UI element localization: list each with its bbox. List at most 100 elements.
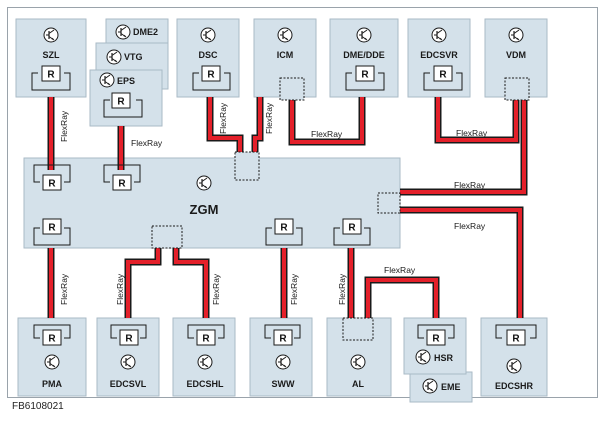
resistor-sww [273,329,293,346]
module-label-al: AL [352,379,364,389]
control-unit-icon-dsc [200,27,216,43]
control-unit-icon-icm [277,27,293,43]
termination-loop-edcshl [187,324,225,339]
termination-loop-pma [33,324,71,339]
resistor-label: R [125,334,133,345]
resistor-edcsvr [433,65,453,82]
termination-loop-eps [103,99,143,118]
module-label-edcsvl: EDCSVL [110,379,147,389]
module-label-edcshr: EDCSHR [495,381,534,391]
termination-loop-szl [31,72,71,91]
termination-loop-edcsvl [110,324,147,339]
resistor-zgm-5 [342,218,362,235]
control-unit-icon-edcshl [197,354,213,370]
resistor-label: R [280,223,288,234]
module-label-vtg: VTG [124,52,143,62]
control-unit-icon-hsr [415,349,431,365]
termination-loop-zgm-2 [103,164,141,183]
gateway-label-zgm: ZGM [190,202,219,217]
resistor-label: R [202,334,210,345]
module-label-szl: SZL [43,50,61,60]
module-box-hsr [403,317,467,375]
passthrough-zgm-right [377,192,401,214]
resistor-label: R [207,70,215,81]
resistor-zgm-2 [112,174,132,191]
resistor-label: R [118,179,126,190]
termination-loop-edcshr [495,324,537,339]
flexray-label: FlexRay [264,102,274,134]
resistor-label: R [348,223,356,234]
termination-loop-edcsvr [423,72,463,91]
flexray-label: FlexRay [456,128,488,138]
module-label-eme: EME [441,382,461,392]
flexray-label: FlexRay [59,273,69,305]
flexray-label: FlexRay [337,273,347,305]
control-unit-icon-edcsvl [120,354,136,370]
resistor-label: R [439,70,447,81]
termination-loop-zgm-4 [265,227,303,246]
resistor-label: R [512,334,520,345]
flexray-label: FlexRay [218,102,228,134]
resistor-zgm-4 [274,218,294,235]
module-label-dme-dde: DME/DDE [343,50,385,60]
flexray-label: FlexRay [115,273,125,305]
resistor-label: R [48,223,56,234]
resistor-label: R [48,179,56,190]
module-label-pma: PMA [42,379,63,389]
flexray-bus-fill [49,97,526,318]
module-label-edcshl: EDCSHL [186,379,224,389]
control-unit-icon-al [350,354,366,370]
control-unit-icon-eme [422,378,438,394]
control-unit-icon-dme-dde [356,27,372,43]
resistor-szl [41,65,61,82]
figure-id: FB6108021 [12,401,64,412]
control-unit-icon-szl [43,27,59,43]
termination-loop-sww [264,324,301,339]
control-unit-icon-eps [99,72,115,88]
resistor-dsc [201,65,221,82]
passthrough-icm [279,77,305,101]
termination-loop-zgm-3 [33,227,71,246]
module-label-sww: SWW [272,379,295,389]
control-unit-icon-edcshr [506,358,522,374]
module-label-hsr: HSR [434,353,454,363]
module-label-edcsvr: EDCSVR [420,50,458,60]
passthrough-zgm-top [234,151,260,181]
resistor-hsr [426,329,446,346]
control-unit-icon-pma [44,354,60,370]
resistor-dme-dde [355,65,375,82]
resistor-edcshl [196,329,216,346]
passthrough-vdm [504,77,530,101]
control-unit-icon-dme2 [115,24,131,40]
module-label-dsc: DSC [198,50,218,60]
flexray-label: FlexRay [454,221,486,231]
module-label-dme2: DME2 [133,27,158,37]
module-label-eps: EPS [117,76,135,86]
termination-loop-zgm-1 [33,164,71,183]
resistor-zgm-3 [42,218,62,235]
module-label-vdm: VDM [506,50,526,60]
passthrough-al [342,317,374,341]
diagram-frame [7,7,598,398]
control-unit-icon-edcsvr [431,27,447,43]
flexray-label: FlexRay [59,110,69,142]
resistor-edcsvl [119,329,139,346]
termination-loop-hsr [417,324,455,339]
resistor-label: R [117,97,125,108]
control-unit-icon-sww [275,354,291,370]
flexray-label: FlexRay [131,138,163,148]
control-unit-icon-vtg [106,49,122,65]
termination-loop-zgm-5 [333,227,371,246]
gateway-box-zgm [23,157,401,249]
termination-loop-dme-dde [345,72,385,91]
resistor-label: R [432,334,440,345]
termination-loop-dsc [192,72,231,91]
resistor-pma [42,329,62,346]
resistor-zgm-1 [42,174,62,191]
flexray-label: FlexRay [454,180,486,190]
resistor-edcshr [506,329,526,346]
flexray-label: FlexRay [289,273,299,305]
resistor-eps [111,92,131,109]
resistor-label: R [47,70,55,81]
